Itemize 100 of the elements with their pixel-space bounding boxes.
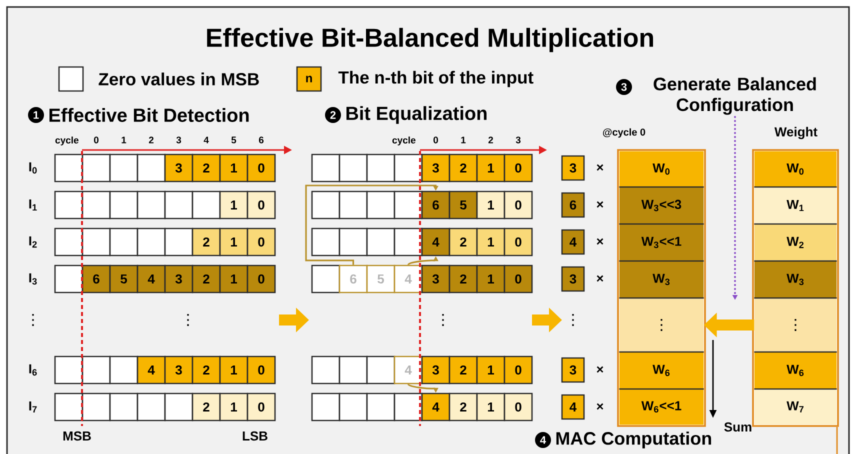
input-bit: 3 — [561, 266, 585, 292]
weight-cell: W$_{3}$ — [754, 261, 837, 298]
bit-cell — [54, 228, 84, 256]
multiply-sign: × — [596, 275, 604, 282]
input-bit: 6 — [561, 192, 585, 218]
bit-cell: 1 — [476, 264, 506, 294]
bit-cell: 6 — [82, 264, 111, 294]
bit-cell: 2 — [192, 228, 221, 256]
axis-label: 5 — [231, 136, 236, 144]
multiply-sign: × — [596, 366, 604, 373]
weight-cell: W$_{3}$<<1 — [619, 224, 704, 261]
bit-cell: 1 — [476, 154, 506, 182]
bit-cell — [54, 264, 84, 294]
bit-cell — [82, 154, 111, 182]
node-label: Weight — [774, 126, 818, 140]
input-bit: 4 — [561, 229, 585, 255]
bit-cell: 0 — [246, 228, 276, 256]
row-label: I$_{1}$ — [29, 199, 37, 211]
bit-cell — [54, 190, 84, 220]
bit-cell: 0 — [246, 190, 276, 220]
bit-cell: 4 — [394, 264, 423, 294]
bit-cell: 6 — [421, 190, 450, 220]
bit-cell: 3 — [421, 356, 450, 384]
bit-cell — [109, 154, 138, 182]
input-bit: 4 — [561, 394, 585, 420]
bit-cell: 2 — [448, 264, 478, 294]
bit-order-label: LSB — [242, 431, 268, 441]
bit-cell: 2 — [192, 356, 221, 384]
bit-cell: 1 — [219, 392, 248, 422]
axis-label: 0 — [434, 136, 438, 144]
legend-text: Zero values in MSB — [98, 72, 259, 86]
bit-cell — [136, 392, 166, 422]
ellipsis: ⋮ — [572, 314, 574, 326]
sum-label: Sum — [724, 422, 752, 432]
bit-cell: 5 — [448, 190, 478, 220]
bit-cell: 2 — [448, 154, 478, 182]
bit-cell — [109, 392, 138, 422]
ellipsis: ⋮ — [32, 314, 34, 326]
bit-cell: 3 — [421, 264, 450, 294]
weight-cell: W$_{1}$ — [754, 186, 837, 224]
bit-cell: 3 — [164, 264, 194, 294]
node-label: @cycle 0 — [603, 128, 646, 138]
row-label: I$_{3}$ — [29, 273, 37, 285]
bit-cell: 4 — [394, 356, 423, 384]
bit-cell — [82, 228, 111, 256]
axis-label: cycle — [55, 136, 78, 146]
multiply-sign: × — [596, 164, 604, 171]
bit-cell: 0 — [504, 264, 533, 294]
bit-cell: 4 — [136, 264, 166, 294]
bit-cell: 2 — [192, 392, 221, 422]
weight-cell: W$_{3}$ — [619, 261, 704, 298]
bit-cell — [311, 392, 340, 422]
step-heading: 2 Bit Equalization — [325, 106, 487, 124]
bit-cell — [338, 154, 368, 182]
bit-cell — [54, 356, 84, 384]
bit-cell — [338, 190, 368, 220]
bit-cell — [366, 356, 396, 384]
bit-cell: 1 — [219, 190, 248, 220]
bit-cell: 0 — [504, 190, 533, 220]
bit-cell: 2 — [448, 356, 478, 384]
bit-cell — [311, 264, 340, 294]
legend-text: The n-th bit of the input — [338, 70, 534, 88]
bit-cell: 0 — [246, 264, 276, 294]
bit-cell: 0 — [504, 356, 533, 384]
shift-arrow — [305, 184, 438, 265]
axis-label: cycle — [392, 136, 416, 146]
title: Effective Bit-Balanced Multiplication — [207, 28, 654, 52]
axis-label: 3 — [176, 136, 182, 144]
bit-cell — [82, 356, 111, 384]
input-bit: 3 — [561, 357, 585, 383]
bit-cell: 0 — [504, 154, 533, 182]
axis-label: 1 — [122, 136, 126, 144]
bit-cell: 5 — [366, 264, 396, 294]
axis-label: 3 — [516, 136, 521, 144]
step-heading: 4 MAC Computation — [535, 432, 712, 448]
bit-cell — [394, 228, 423, 256]
bit-cell: 2 — [448, 228, 478, 256]
weight-cell: W$_{3}$<<3 — [619, 186, 704, 224]
bit-cell — [366, 190, 396, 220]
bit-cell — [366, 228, 396, 256]
bit-cell — [109, 356, 138, 384]
bit-cell — [164, 190, 194, 220]
bit-cell — [311, 190, 340, 220]
weight-cell: ⋮ — [619, 298, 704, 352]
bit-cell: 0 — [504, 392, 533, 422]
bit-cell — [366, 154, 396, 182]
bit-cell: 6 — [338, 264, 368, 294]
row-label: I$_{0}$ — [29, 162, 37, 174]
axis-label: 2 — [148, 136, 154, 144]
axis-label: 2 — [488, 136, 494, 144]
bit-cell: 0 — [246, 392, 276, 422]
bit-cell — [136, 228, 166, 256]
multiply-sign: × — [596, 201, 604, 208]
weight-cell: ⋮ — [754, 298, 837, 352]
row-label: I$_{6}$ — [29, 364, 37, 376]
row-label: I$_{7}$ — [29, 401, 37, 413]
weight-cell: W$_{7}$ — [754, 388, 837, 425]
weight-cell: W$_{0}$ — [754, 151, 837, 187]
bit-cell: 1 — [219, 154, 248, 182]
bit-cell: 3 — [164, 154, 194, 182]
